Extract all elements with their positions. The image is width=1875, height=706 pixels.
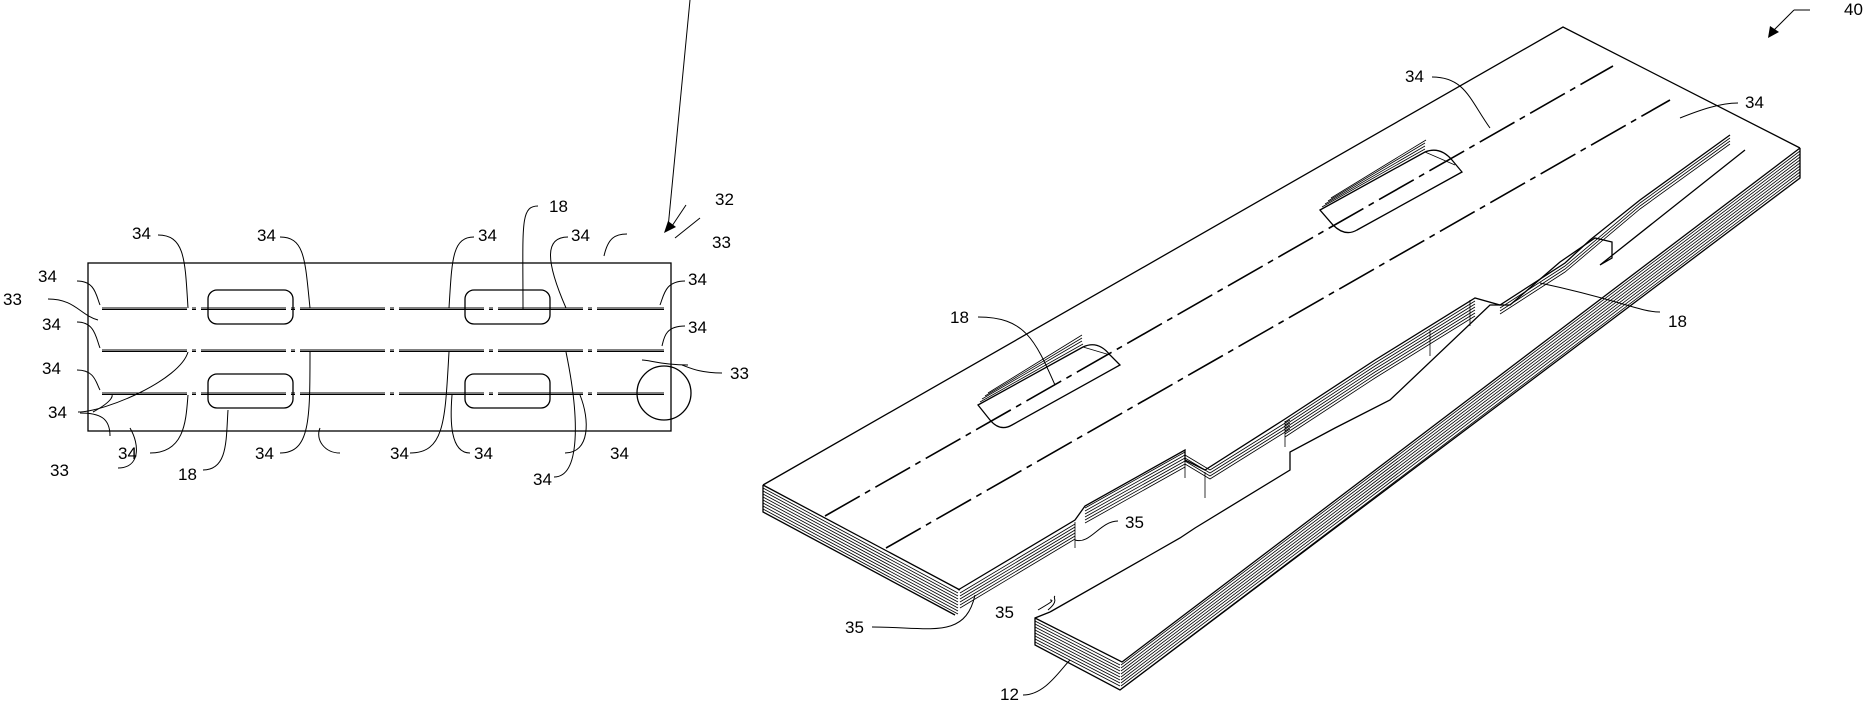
left-opening-2 (465, 290, 550, 324)
left-opening-4 (465, 374, 550, 408)
label-34: 34 (478, 226, 497, 245)
right-figure: 40 34 34 18 18 35 35 35 12 (763, 0, 1863, 704)
label-34: 34 (42, 315, 61, 334)
label-34: 34 (533, 470, 552, 489)
label-34: 34 (132, 224, 151, 243)
left-leaders (48, 206, 722, 477)
label-35: 35 (995, 603, 1014, 622)
label-18: 18 (178, 465, 197, 484)
label-34: 34 (1745, 93, 1764, 112)
label-12: 12 (1000, 685, 1019, 704)
label-33: 33 (3, 290, 22, 309)
left-dashed-lines (102, 308, 664, 395)
label-34: 34 (688, 270, 707, 289)
board-left-stack (763, 485, 955, 615)
perforation-line-1 (825, 66, 1613, 516)
left-ref-arrow (664, 0, 690, 233)
label-34: 34 (474, 444, 493, 463)
left-opening-3 (208, 374, 293, 408)
strip-stack-lines (1035, 151, 1800, 689)
label-34: 34 (688, 318, 707, 337)
label-18: 18 (950, 308, 969, 327)
right-leaders (872, 10, 1810, 695)
left-opening-1 (208, 290, 293, 324)
right-ref-arrowhead (1768, 26, 1779, 38)
label-34: 34 (42, 359, 61, 378)
label-34: 34 (118, 444, 137, 463)
left-reference-labels: 34 34 34 34 18 32 33 34 33 34 34 34 34 3… (3, 190, 749, 489)
label-33: 33 (712, 233, 731, 252)
label-34: 34 (1405, 67, 1424, 86)
label-32: 32 (715, 190, 734, 209)
left-figure: 34 34 34 34 18 32 33 34 33 34 34 34 34 3… (3, 0, 749, 489)
perforation-line-2 (886, 100, 1670, 548)
label-34: 34 (571, 226, 590, 245)
label-34: 34 (48, 403, 67, 422)
label-33: 33 (50, 461, 69, 480)
label-34: 34 (610, 444, 629, 463)
strip-outline (1035, 148, 1800, 690)
label-40: 40 (1844, 0, 1863, 19)
label-35: 35 (845, 618, 864, 637)
label-18: 18 (1668, 312, 1687, 331)
label-34: 34 (255, 444, 274, 463)
label-33: 33 (730, 364, 749, 383)
label-34: 34 (38, 267, 57, 286)
board-opening-1 (978, 335, 1120, 428)
label-34: 34 (390, 444, 409, 463)
label-35: 35 (1125, 513, 1144, 532)
right-reference-labels: 40 34 34 18 18 35 35 35 12 (845, 0, 1863, 704)
label-18: 18 (549, 197, 568, 216)
label-34: 34 (257, 226, 276, 245)
middle-stack-lines (960, 138, 1730, 608)
board-left-stack-lines (763, 488, 958, 614)
